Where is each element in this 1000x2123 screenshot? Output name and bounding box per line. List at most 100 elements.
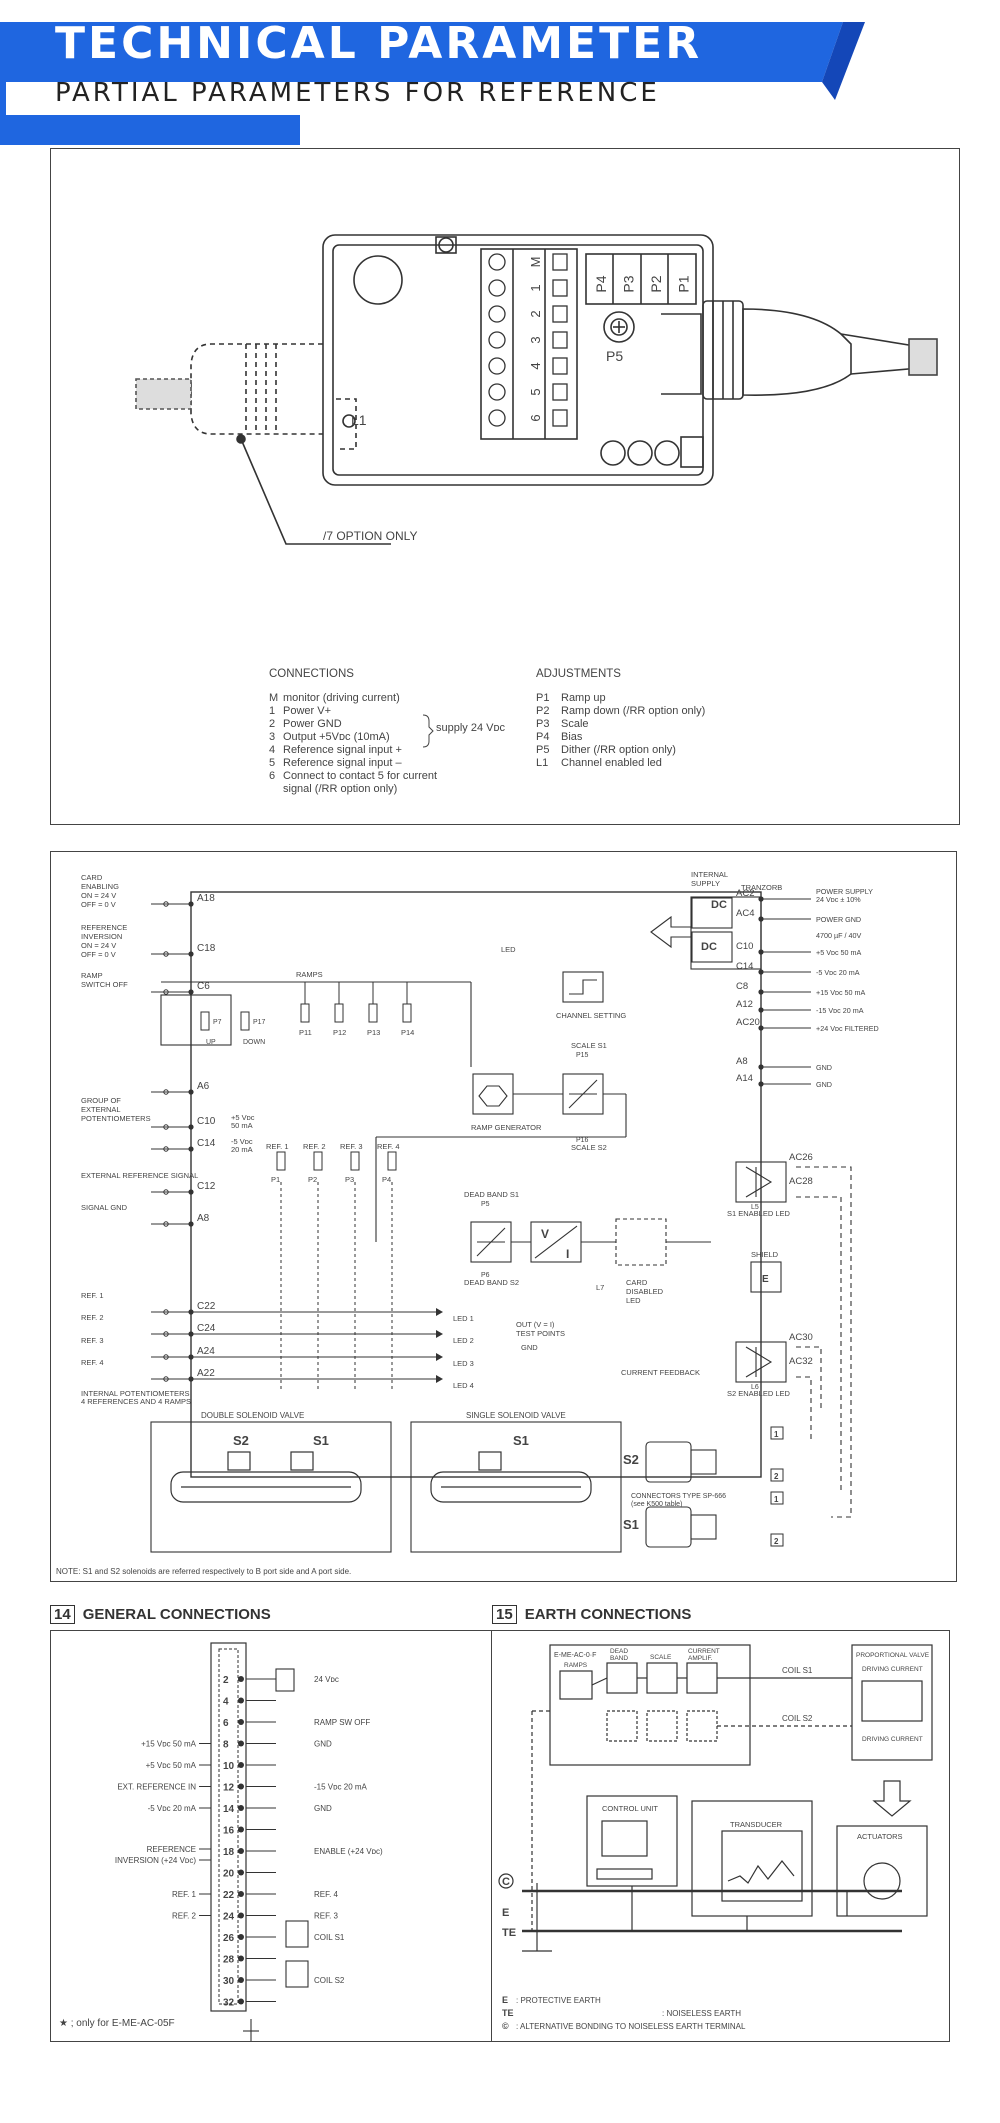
general-left-label: REFERENCE bbox=[147, 1845, 196, 1854]
general-title: GENERAL CONNECTIONS bbox=[82, 1606, 271, 1623]
out-pin-s1: AC28 bbox=[789, 1176, 813, 1187]
terminal-clamp bbox=[552, 305, 568, 323]
earth-te-label: TE bbox=[502, 1927, 516, 1939]
current-feedback-label: CURRENT FEEDBACK bbox=[621, 1368, 700, 1377]
supply-note: supply 24 Vᴅᴄ bbox=[436, 722, 506, 734]
up-label: UP bbox=[206, 1039, 216, 1046]
led-label: LED 3 bbox=[453, 1359, 474, 1368]
right-pin-note: GND bbox=[816, 1080, 832, 1089]
pin-label: C12 bbox=[197, 1181, 216, 1192]
terminal-clamp bbox=[552, 253, 568, 271]
pin-label: A6 bbox=[197, 1081, 210, 1092]
earth-driving-current-top: DRIVING CURRENT bbox=[862, 1666, 923, 1673]
conn-s1-label: S1 bbox=[623, 1517, 639, 1532]
input-terminal bbox=[163, 951, 169, 957]
adjustment-text: Scale bbox=[561, 718, 589, 730]
earth-prop-valve: PROPORTIONAL VALVE bbox=[856, 1652, 930, 1659]
right-pin-dot bbox=[758, 1025, 764, 1031]
double-valve-box bbox=[150, 1421, 392, 1553]
general-right-label: GND bbox=[314, 1740, 332, 1749]
connection-text: Reference signal input + bbox=[283, 744, 402, 756]
connector-pin-label: 18 bbox=[223, 1847, 235, 1858]
connector-pin-dot bbox=[238, 1740, 244, 1747]
out-pin-s2: AC32 bbox=[789, 1356, 813, 1367]
earth-control-unit: CONTROL UNIT bbox=[602, 1804, 658, 1813]
connection-text: Output +5Vᴅᴄ (10mA) bbox=[283, 731, 390, 743]
connection-text: Reference signal input – bbox=[283, 757, 403, 769]
pin-label: C14 bbox=[197, 1138, 216, 1149]
pin-label: C24 bbox=[197, 1323, 216, 1334]
internal-supply-label: SUPPLY bbox=[691, 879, 720, 888]
input-label: POTENTIOMETERS bbox=[81, 1114, 151, 1123]
single-valve-label: SINGLE SOLENOID VALVE bbox=[466, 1411, 566, 1420]
earth-dead-band-label: DEAD bbox=[610, 1648, 628, 1655]
scale-s2-label: SCALE S2 bbox=[571, 1143, 607, 1152]
connection-key: 4 bbox=[269, 744, 275, 756]
earth-coil-s1: COIL S1 bbox=[782, 1666, 813, 1675]
ramp-pot bbox=[334, 1003, 344, 1023]
input-terminal bbox=[163, 1309, 169, 1315]
header-banner: TECHNICAL PARAMETER PARTIAL PARAMETERS F… bbox=[0, 0, 1000, 145]
input-label: REF. 1 bbox=[81, 1291, 104, 1300]
test-points-label: TEST POINTS bbox=[516, 1329, 565, 1338]
right-pin-label: AC4 bbox=[736, 908, 754, 919]
adjustments-title: ADJUSTMENTS bbox=[536, 668, 621, 680]
input-terminal bbox=[163, 989, 169, 995]
l6-label: L6 bbox=[751, 1384, 759, 1391]
pin-dot bbox=[188, 1146, 194, 1152]
input-label: SIGNAL GND bbox=[81, 1203, 128, 1212]
general-right-label: COIL S2 bbox=[314, 1976, 345, 1985]
pin-dot bbox=[188, 1124, 194, 1130]
right-pin-dot bbox=[758, 1007, 764, 1013]
l5-label: L5 bbox=[751, 1204, 759, 1211]
p5-label: P5 bbox=[606, 348, 623, 364]
input-label: ON = 24 V bbox=[81, 891, 116, 900]
adjustment-key: P5 bbox=[536, 744, 549, 756]
connector-note: (see K500 table) bbox=[631, 1501, 682, 1508]
l7-label: L7 bbox=[596, 1283, 604, 1292]
pot-label: P3 bbox=[621, 275, 637, 292]
input-label: RAMP bbox=[81, 971, 103, 980]
card-disabled-label: LED bbox=[626, 1296, 641, 1305]
pin-dot bbox=[188, 1221, 194, 1227]
earth-legend-key: E bbox=[502, 1995, 508, 2005]
connector-pin-label: 30 bbox=[223, 1976, 235, 1987]
right-pin-dot bbox=[758, 969, 764, 975]
p16-label: P16 bbox=[576, 1137, 589, 1144]
terminal-label: 2 bbox=[528, 310, 543, 317]
connection-text: Power GND bbox=[283, 718, 342, 730]
actuators-box bbox=[836, 1825, 928, 1917]
input-label: SWITCH OFF bbox=[81, 980, 128, 989]
ref-pot bbox=[313, 1151, 323, 1171]
input-label: EXTERNAL bbox=[81, 1105, 121, 1114]
general-right-label: 24 Vᴅᴄ bbox=[314, 1675, 339, 1684]
terminal-clamp bbox=[552, 409, 568, 427]
right-pin-dot bbox=[758, 989, 764, 995]
block-note: NOTE: S1 and S2 solenoids are referred r… bbox=[56, 1567, 351, 1576]
right-pin-label: AC20 bbox=[736, 1017, 760, 1028]
right-pin-label: C8 bbox=[736, 981, 748, 992]
connector-pin-label: 14 bbox=[223, 1804, 235, 1815]
right-pin-note: +15 Vᴅᴄ 50 mA bbox=[816, 988, 866, 997]
adjustment-key: P4 bbox=[536, 731, 549, 743]
input-label: REF. 2 bbox=[81, 1313, 104, 1322]
input-label: INVERSION bbox=[81, 932, 122, 941]
ramp-pot bbox=[368, 1003, 378, 1023]
ramp-pot bbox=[300, 1003, 310, 1023]
valve-coil-2 bbox=[290, 1451, 314, 1471]
input-label: ENABLING bbox=[81, 882, 119, 891]
connector-pin-label: 26 bbox=[223, 1933, 235, 1944]
channel-setting-label: CHANNEL SETTING bbox=[556, 1011, 626, 1020]
right-pin-note: POWER GND bbox=[816, 915, 861, 924]
general-right-label: -15 Vᴅᴄ 20 mA bbox=[314, 1783, 368, 1792]
general-right-label: ENABLE (+24 Vᴅᴄ) bbox=[314, 1847, 383, 1856]
connector-pin-number: 2 bbox=[774, 1472, 779, 1481]
input-label: REFERENCE bbox=[81, 923, 127, 932]
input-terminal bbox=[163, 1146, 169, 1152]
conn-s2-label: S2 bbox=[623, 1452, 639, 1467]
valve-s1-label: S1 bbox=[313, 1433, 329, 1448]
input-label: OFF = 0 V bbox=[81, 900, 116, 909]
option-note: /7 OPTION ONLY bbox=[323, 529, 417, 543]
connector-pin-dot bbox=[238, 1998, 244, 2005]
